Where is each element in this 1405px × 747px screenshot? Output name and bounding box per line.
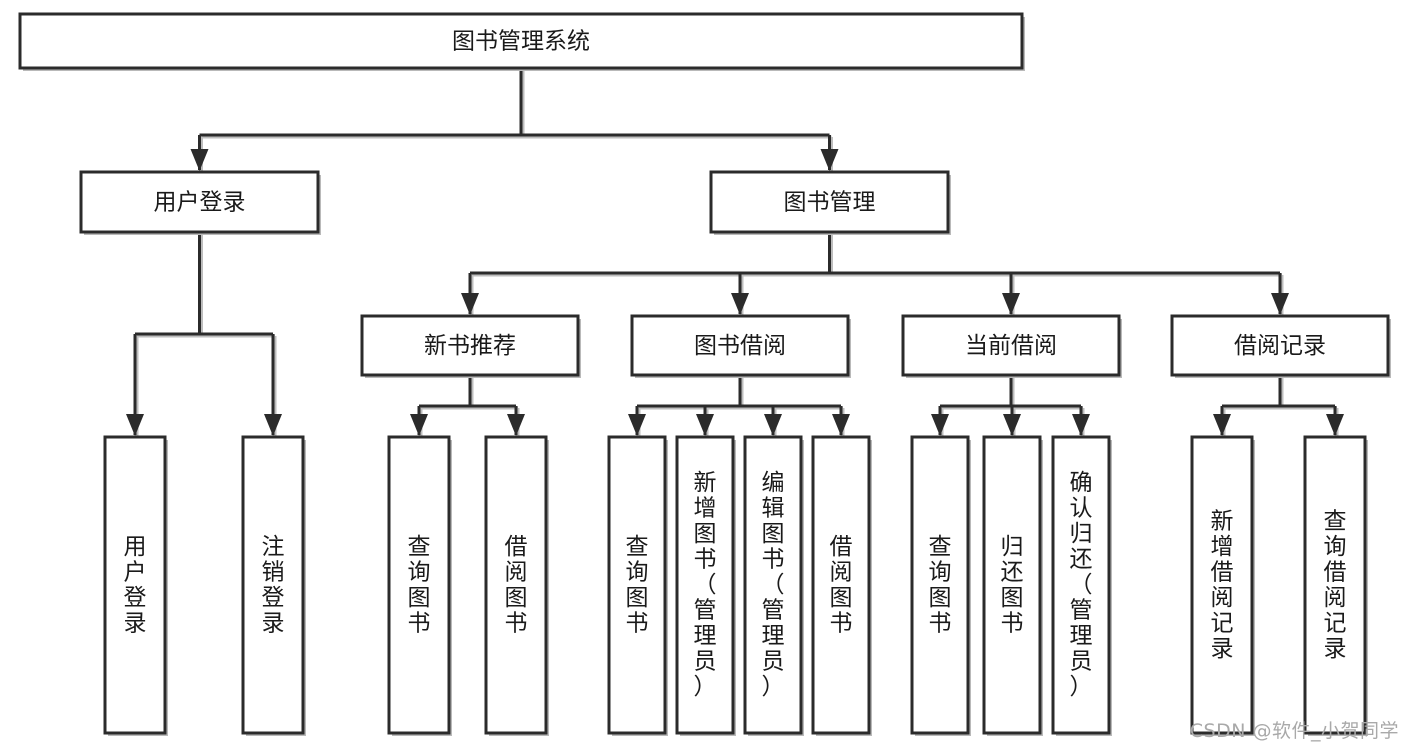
node-box[interactable] [360,314,580,377]
node-root[interactable]: 图书管理系统 [18,12,1025,71]
node-box[interactable] [1303,435,1367,735]
node-label: 用户登录 [154,190,246,216]
node-label: 当前借阅 [965,333,1057,359]
arrow-head-icon [190,149,209,171]
node-label: 图书借阅 [694,333,786,359]
arrow-head-icon [1003,414,1021,436]
node-leaf-confirm-return[interactable]: 确认归还（管理员） [1051,435,1112,736]
arrow-head-icon [1213,414,1231,436]
node-label: 查询借阅记录 [1324,508,1347,662]
node-label: 用户登录 [124,534,147,637]
arrow-head-icon [764,414,782,436]
arrow-head-icon [820,149,839,171]
arrow-head-icon [1271,293,1289,315]
arrow-head-icon [1326,414,1344,436]
node-user-login[interactable]: 用户登录 [79,170,321,235]
node-box[interactable] [241,435,305,735]
node-box[interactable] [675,435,735,735]
node-leaf-query-book-2[interactable]: 查询图书 [607,435,668,736]
arrow-head-icon [696,414,714,436]
node-leaf-query-book-3[interactable]: 查询图书 [910,435,971,736]
node-current-borrow[interactable]: 当前借阅 [901,314,1122,378]
node-label: 注销登录 [262,534,285,637]
node-leaf-edit-book[interactable]: 编辑图书（管理员） [743,435,804,736]
node-leaf-return-book[interactable]: 归还图书 [982,435,1043,736]
node-box[interactable] [1170,314,1390,377]
arrow-head-icon [410,414,428,436]
node-box[interactable] [387,435,451,735]
node-leaf-add-book[interactable]: 新增图书（管理员） [675,435,736,736]
arrow-head-icon [461,293,479,315]
node-leaf-query-record[interactable]: 查询借阅记录 [1303,435,1368,736]
node-label: 借阅记录 [1234,333,1326,359]
node-label: 新增图书（管理员） [694,470,717,700]
node-label: 查询图书 [408,534,431,637]
node-leaf-borrow-book-2[interactable]: 借阅图书 [811,435,872,736]
node-box[interactable] [743,435,803,735]
node-label: 确认归还（管理员） [1070,470,1093,700]
node-box[interactable] [484,435,548,735]
watermark-text: CSDN @软件_小贺同学 [1189,720,1399,742]
node-label: 查询图书 [626,534,649,637]
node-box[interactable] [1051,435,1111,735]
node-label: 新增借阅记录 [1211,508,1234,662]
node-box[interactable] [811,435,871,735]
node-box[interactable] [910,435,970,735]
arrow-head-icon [264,414,282,436]
node-leaf-borrow-book-1[interactable]: 借阅图书 [484,435,549,736]
node-label: 归还图书 [1001,534,1024,637]
node-box[interactable] [982,435,1042,735]
node-label: 图书管理 [784,190,876,216]
arrow-head-icon [931,414,949,436]
arrow-head-icon [731,293,749,315]
node-leaf-query-book-1[interactable]: 查询图书 [387,435,452,736]
node-leaf-add-record[interactable]: 新增借阅记录 [1190,435,1255,736]
node-label: 借阅图书 [830,534,853,637]
node-book-borrow[interactable]: 图书借阅 [630,314,851,378]
node-label: 图书管理系统 [452,29,590,55]
nodes-layer: 图书管理系统用户登录图书管理新书推荐图书借阅当前借阅借阅记录用户登录注销登录查询… [18,12,1391,736]
node-box[interactable] [630,314,850,377]
node-leaf-logout-login[interactable]: 注销登录 [241,435,306,736]
node-label: 借阅图书 [505,534,528,637]
node-book-manage[interactable]: 图书管理 [709,170,951,235]
node-box[interactable] [1190,435,1254,735]
node-new-book-recommend[interactable]: 新书推荐 [360,314,581,378]
node-label: 编辑图书（管理员） [762,470,785,700]
arrow-head-icon [832,414,850,436]
node-borrow-record[interactable]: 借阅记录 [1170,314,1391,378]
arrow-head-icon [628,414,646,436]
node-label: 新书推荐 [424,333,516,359]
node-box[interactable] [901,314,1121,377]
node-box[interactable] [103,435,167,735]
arrow-head-icon [1002,293,1020,315]
arrow-head-icon [507,414,525,436]
connectors-layer [126,68,1344,437]
node-box[interactable] [79,170,320,234]
node-box[interactable] [607,435,667,735]
node-box[interactable] [18,12,1024,70]
node-leaf-user-login[interactable]: 用户登录 [103,435,168,736]
node-box[interactable] [709,170,950,234]
node-label: 查询图书 [929,534,952,637]
arrow-head-icon [1072,414,1090,436]
arrow-head-icon [126,414,144,436]
